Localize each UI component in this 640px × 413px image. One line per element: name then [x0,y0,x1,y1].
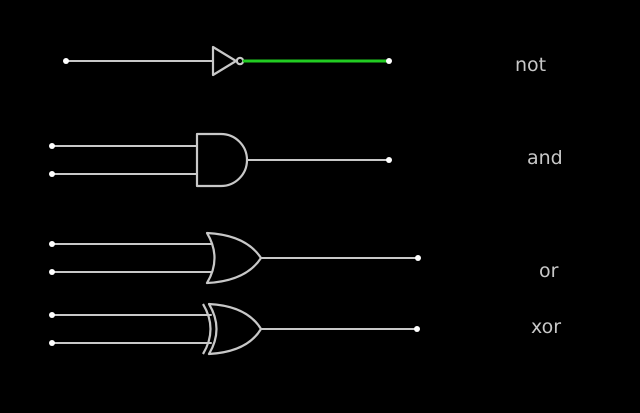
and-input-pin-b[interactable] [49,171,55,177]
or-output-pin[interactable] [415,255,421,261]
not-gate-icon[interactable] [211,45,238,77]
xor-label: xor [531,316,562,338]
and-label: and [527,147,563,169]
or-label: or [539,260,559,282]
and-input-pin-a[interactable] [49,143,55,149]
or-input-pin-a[interactable] [49,241,55,247]
not-input-pin[interactable] [63,58,69,64]
xor-input-pin-a[interactable] [49,312,55,318]
xor-input-pin-b[interactable] [49,340,55,346]
not-gate-group [63,45,392,77]
and-output-pin[interactable] [386,157,392,163]
xor-gate-group [49,302,420,356]
xor-gate-icon[interactable] [207,302,263,356]
and-gate-icon[interactable] [195,132,249,188]
or-input-pin-b[interactable] [49,269,55,275]
or-gate-icon[interactable] [205,231,263,285]
not-output-pin[interactable] [386,58,392,64]
and-gate-group [49,132,392,188]
not-label: not [515,54,547,76]
not-inversion-bubble [235,56,245,66]
xor-output-pin[interactable] [414,326,420,332]
xor-extra-curve [202,303,212,355]
or-gate-group [49,231,421,285]
